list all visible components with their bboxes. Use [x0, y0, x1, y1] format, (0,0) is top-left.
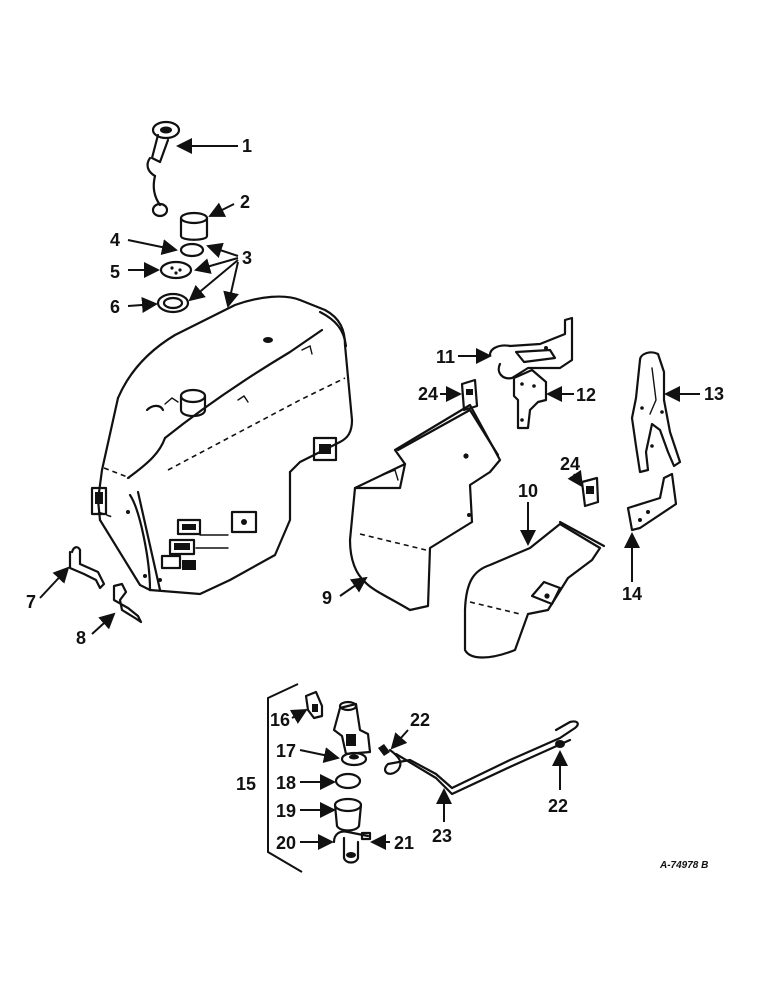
callout-1: 1	[242, 136, 252, 156]
lower-shield	[463, 520, 606, 659]
callout-13: 13	[704, 384, 724, 404]
callout-6: 6	[110, 297, 120, 317]
spacer-plate-right	[580, 476, 600, 508]
support-bracket	[488, 316, 574, 380]
callout-11: 11	[436, 347, 455, 367]
mounting-plate	[512, 368, 548, 430]
callout-8: 8	[76, 628, 86, 648]
callout-2: 2	[240, 192, 250, 212]
callout-14: 14	[622, 584, 642, 604]
angle-bracket	[626, 472, 678, 532]
callout-24-lower: 24	[560, 454, 580, 474]
callout-16: 16	[270, 710, 290, 730]
fuel-gauge-sender	[146, 120, 181, 218]
callout-labels: 1 2 3 4 5 6 7 8 9 10 11 12 13 14 15 16 1…	[26, 136, 724, 853]
leader-lines	[39, 138, 700, 850]
callout-15: 15	[236, 774, 256, 794]
spacer-plate	[460, 378, 479, 412]
fuel-line	[378, 720, 579, 796]
callout-4: 4	[110, 230, 120, 250]
callout-3: 3	[242, 248, 252, 268]
sediment-bowl-assembly	[267, 683, 372, 873]
tank-strap-clip	[68, 546, 106, 590]
callout-7: 7	[26, 592, 36, 612]
callout-21: 21	[394, 833, 414, 853]
callout-12: 12	[576, 385, 596, 405]
gasket	[179, 242, 205, 258]
callout-19: 19	[276, 801, 296, 821]
callout-17: 17	[276, 741, 296, 761]
callout-23: 23	[432, 826, 452, 846]
callout-18: 18	[276, 773, 296, 793]
callout-5: 5	[110, 262, 120, 282]
callout-10: 10	[518, 481, 538, 501]
filler-cap	[179, 211, 209, 241]
fuel-tank-shield	[348, 403, 502, 612]
callout-20: 20	[276, 833, 296, 853]
rear-support-bracket	[630, 351, 682, 474]
tank-strap-clip-lower	[112, 582, 143, 624]
fuel-tank	[90, 295, 354, 596]
reference-code: A-74978 B	[659, 860, 708, 871]
callout-9: 9	[322, 588, 332, 608]
strainer-screen	[159, 260, 193, 280]
callout-22-lower: 22	[548, 796, 568, 816]
callout-24-upper: 24	[418, 384, 438, 404]
callout-22-upper: 22	[410, 710, 430, 730]
filler-ring	[156, 292, 190, 314]
